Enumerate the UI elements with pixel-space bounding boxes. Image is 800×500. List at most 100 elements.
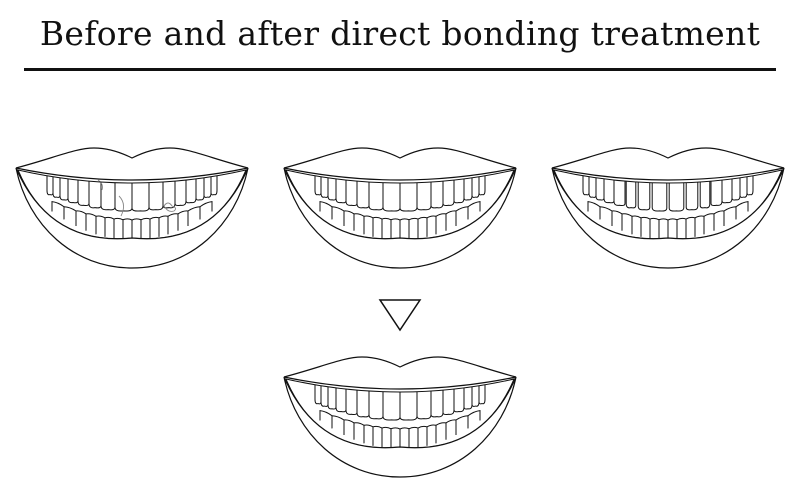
lower-tooth (445, 210, 457, 231)
lower-tooth (331, 415, 345, 436)
lower-tooth (408, 426, 419, 448)
lower-lip (283, 376, 517, 478)
upper-tooth (478, 384, 486, 405)
lower-tooth (343, 210, 355, 231)
upper-tooth (335, 386, 347, 413)
upper-lip (15, 147, 249, 181)
upper-tooth (314, 175, 322, 196)
upper-tooth (582, 175, 590, 196)
upper-tooth (430, 388, 444, 418)
lower-tooth (631, 215, 642, 237)
upper-tooth (314, 384, 322, 405)
upper-tooth (185, 177, 197, 204)
upper-tooth (637, 180, 651, 211)
upper-tooth (77, 178, 90, 207)
lower-tooth (343, 419, 355, 440)
lower-tooth (455, 415, 469, 436)
upper-tooth (345, 387, 358, 416)
lower-tooth (75, 210, 87, 231)
lower-tooth (131, 218, 142, 239)
upper-tooth (442, 178, 455, 207)
lower-tooth (417, 425, 428, 448)
upper-tooth (471, 385, 480, 407)
upper-tooth (320, 176, 329, 198)
lower-lip (283, 167, 517, 269)
upper-tooth (46, 175, 54, 196)
upper-tooth (356, 179, 370, 209)
upper-tooth (453, 177, 465, 204)
upper-tooth (174, 178, 187, 207)
lower-tooth (381, 426, 392, 448)
upper-tooth (131, 180, 150, 212)
lower-tooth (63, 206, 77, 227)
upper-tooth (463, 176, 473, 201)
upper-tooth (162, 179, 176, 209)
upper-tooth (442, 387, 455, 416)
upper-tooth (613, 178, 626, 207)
upper-tooth (416, 389, 432, 420)
upper-tooth (478, 175, 486, 196)
upper-tooth (382, 389, 401, 421)
upper-tooth (416, 180, 432, 211)
upper-tooth (67, 177, 79, 204)
lower-tooth (187, 206, 201, 227)
upper-tooth (203, 176, 212, 198)
lower-tooth (95, 215, 106, 237)
lower-lip (15, 167, 249, 269)
lower-tooth (723, 206, 737, 227)
upper-lip (283, 356, 517, 390)
lower-tooth (445, 419, 457, 440)
lower-tooth (658, 218, 669, 239)
lower-tooth (417, 216, 428, 239)
page-title: Before and after direct bonding treatmen… (39, 14, 761, 53)
upper-tooth (320, 385, 329, 407)
lower-tooth (694, 215, 705, 237)
teeth (46, 175, 218, 239)
lower-tooth (363, 215, 374, 237)
lower-tooth (467, 201, 481, 220)
upper-tooth (382, 180, 401, 212)
upper-tooth (430, 179, 444, 209)
upper-lip (551, 147, 785, 181)
mouth-after-treatment (283, 356, 517, 478)
teeth (582, 175, 754, 239)
lower-tooth (399, 218, 410, 239)
upper-tooth (59, 176, 69, 201)
upper-tooth (685, 180, 699, 211)
upper-tooth (399, 389, 418, 421)
lower-tooth (149, 216, 160, 239)
upper-tooth (368, 180, 384, 211)
upper-tooth (327, 176, 337, 201)
lower-tooth (353, 422, 365, 444)
upper-tooth (114, 180, 133, 212)
upper-tooth (721, 177, 733, 204)
lower-tooth (667, 218, 678, 239)
upper-tooth (651, 180, 668, 212)
mouth-before-gaps (551, 147, 785, 269)
upper-tooth (731, 176, 741, 201)
upper-tooth (100, 180, 116, 211)
lower-tooth (649, 217, 660, 239)
lower-tooth (455, 206, 469, 227)
upper-tooth (668, 180, 685, 212)
lower-tooth (113, 217, 124, 239)
upper-tooth (148, 180, 164, 211)
upper-tooth (52, 176, 61, 198)
lower-lip (551, 167, 785, 269)
lower-tooth (587, 201, 601, 220)
lower-tooth (467, 410, 481, 429)
stain-mark (97, 179, 177, 217)
upper-tooth (625, 179, 637, 209)
upper-tooth (335, 177, 347, 204)
lower-tooth (353, 213, 365, 235)
lower-tooth (390, 427, 401, 448)
upper-tooth (195, 176, 205, 201)
lower-tooth (685, 216, 696, 239)
mouth-before-stained (15, 147, 249, 269)
lower-tooth (390, 218, 401, 239)
lower-tooth (676, 217, 687, 239)
teeth (314, 175, 486, 239)
lower-tooth (426, 424, 437, 446)
upper-tooth (595, 176, 605, 201)
